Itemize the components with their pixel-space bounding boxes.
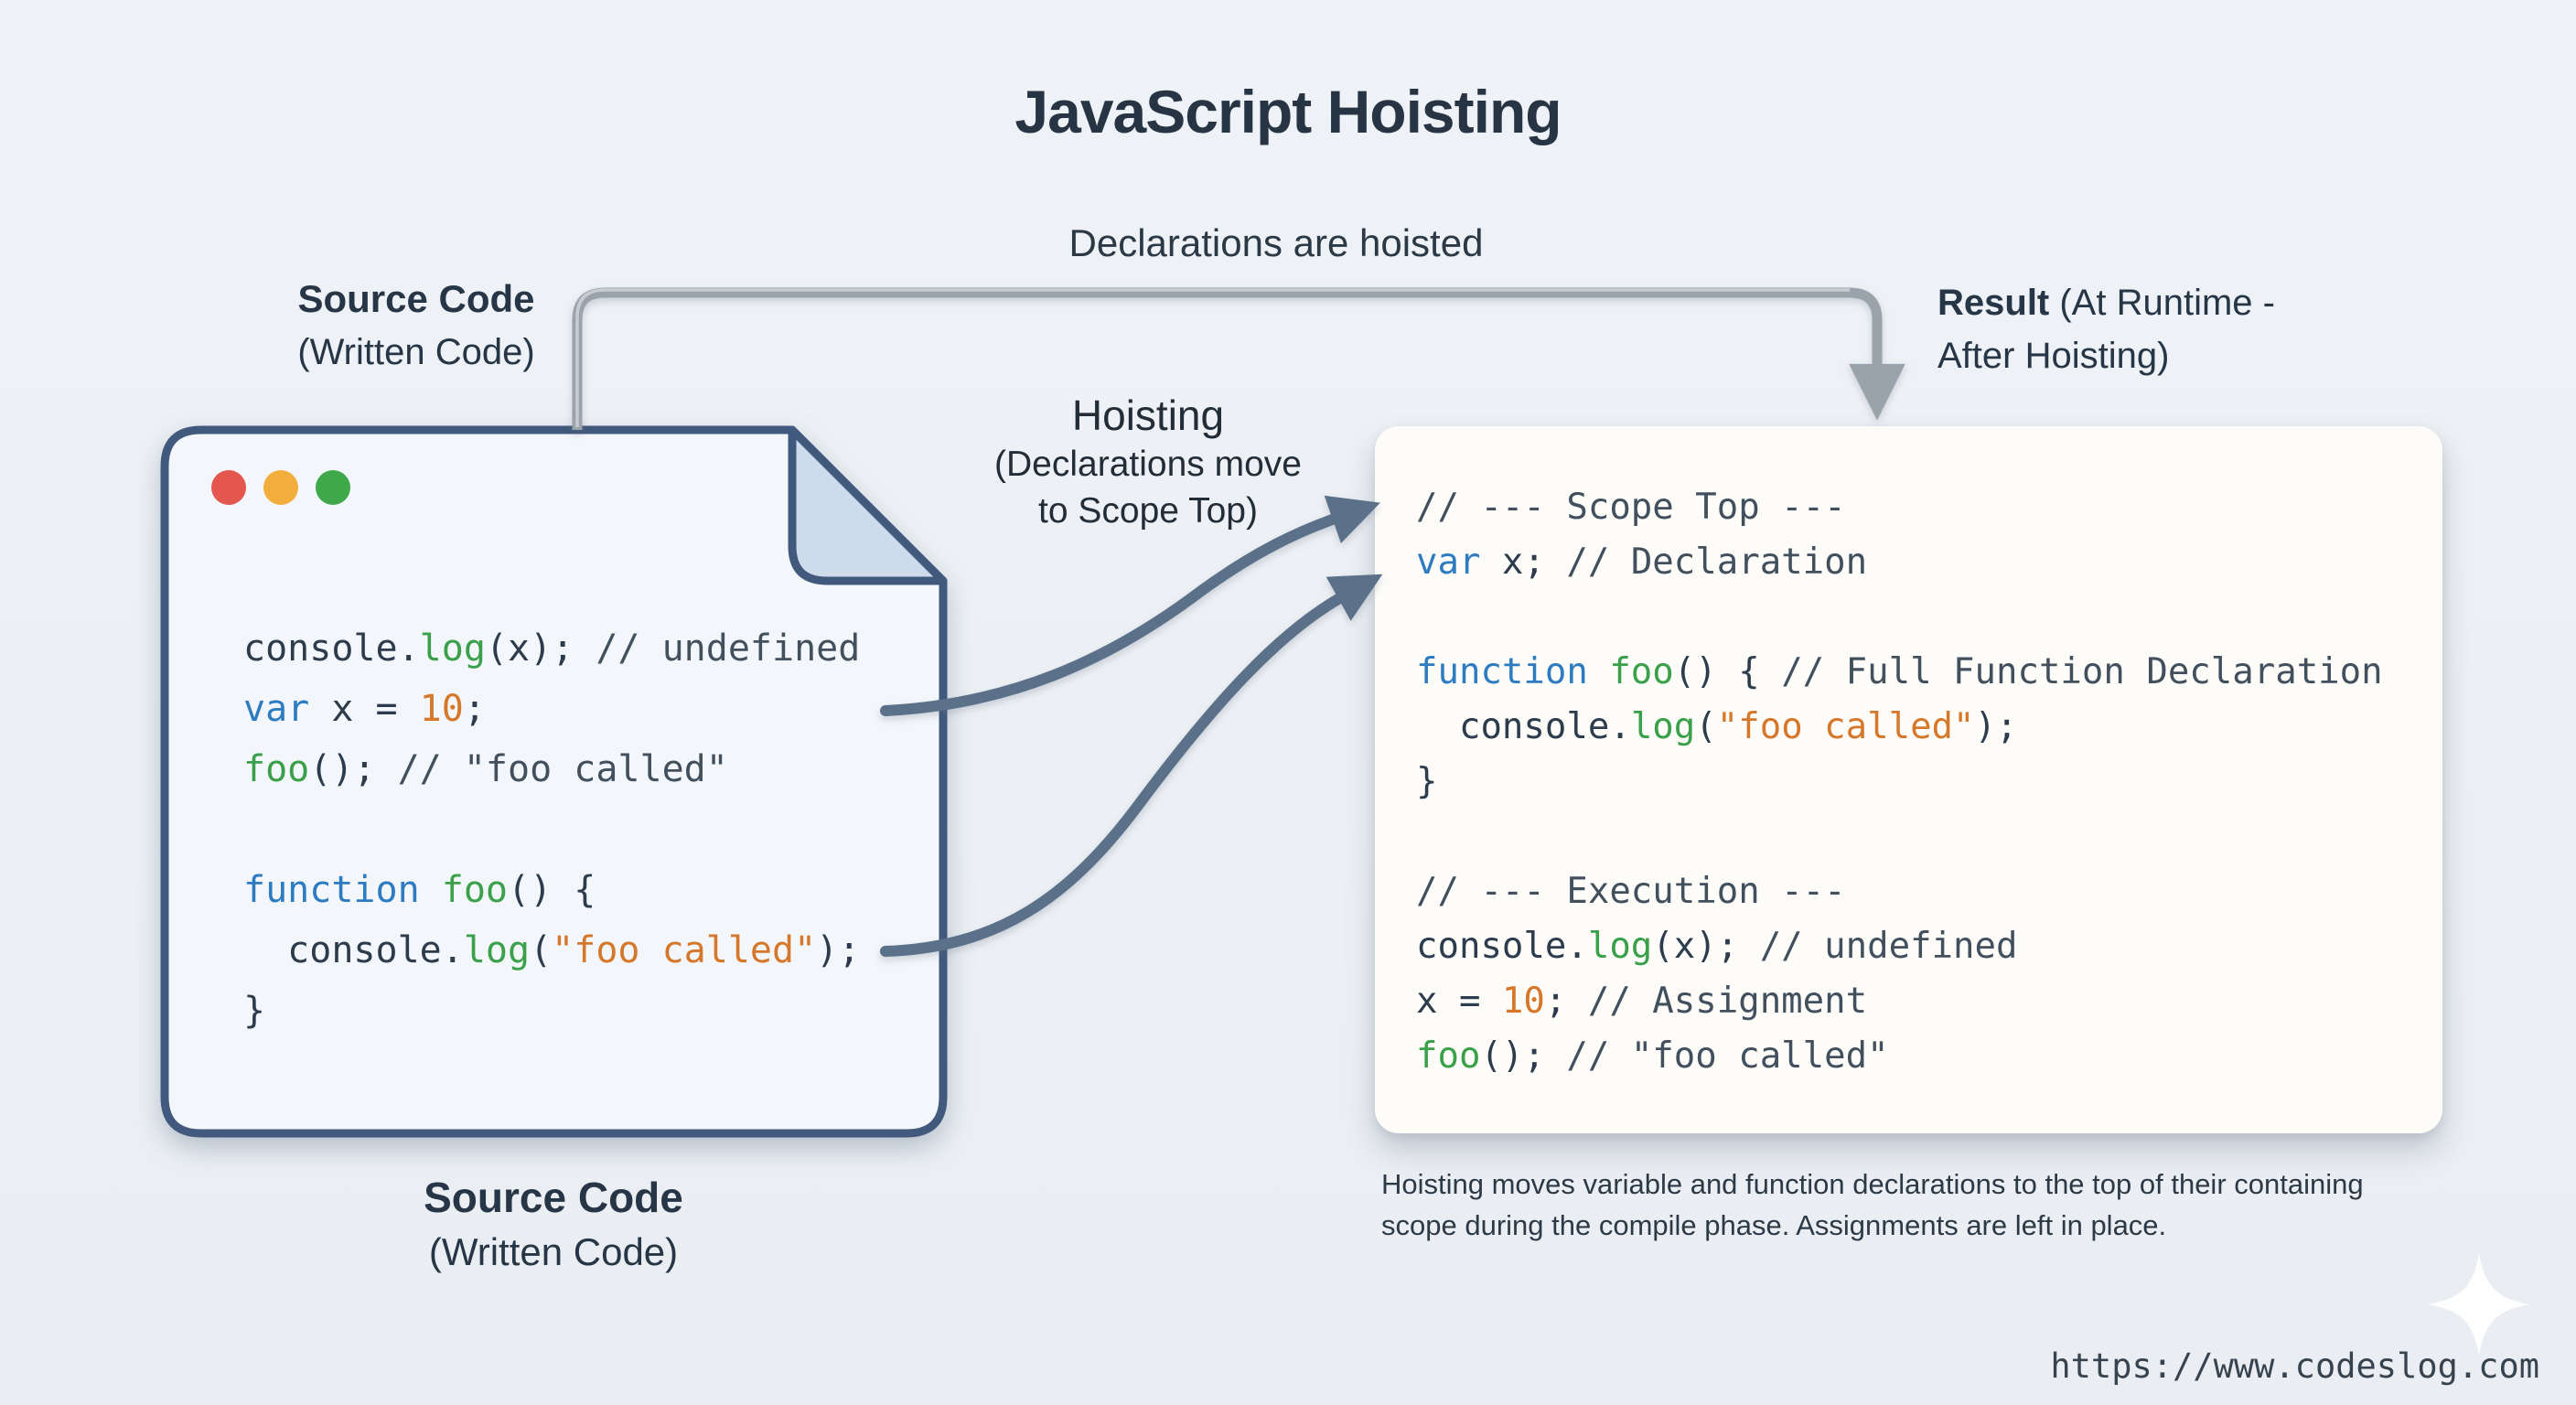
code-line: var x; // Declaration (1416, 542, 1868, 583)
result-code-block: // --- Scope Top --- var x; // Declaratio… (1416, 480, 2383, 1084)
code-line: function foo() { (243, 869, 596, 911)
source-code-label-top: Source Code (Written Code) (233, 273, 599, 379)
result-label-line2: After Hoisting) (1937, 336, 2170, 376)
code-line: console.log(x); // undefined (243, 627, 861, 670)
result-label-bold: Result (1937, 283, 2050, 323)
source-code-label-top-line2: (Written Code) (297, 332, 535, 372)
code-line: console.log(x); // undefined (1416, 926, 2018, 967)
code-line: } (1416, 761, 1438, 802)
window-control-yellow-icon (263, 470, 298, 505)
declarations-hoisted-note: Declarations are hoisted (1068, 221, 1484, 264)
hoisting-caption-line2: scope during the compile phase. Assignme… (1381, 1209, 2167, 1241)
source-window-page (160, 425, 948, 1138)
code-line: var x = 10; (243, 688, 486, 730)
result-label: Result (At Runtime - After Hoisting) (1937, 276, 2450, 382)
code-line (1416, 810, 2383, 864)
code-line: console.log("foo called"); (1416, 706, 2018, 747)
code-line (1416, 590, 2383, 645)
hoisting-caption: Hoisting moves variable and function dec… (1381, 1164, 2534, 1246)
source-code-label-bottom-line1: Source Code (424, 1174, 683, 1221)
code-line: // --- Execution --- (1416, 871, 1846, 912)
source-code-label-bottom: Source Code (Written Code) (370, 1169, 736, 1279)
hoisting-caption-line1: Hoisting moves variable and function dec… (1381, 1168, 2364, 1200)
website-url: https://www.codeslog.com (2050, 1346, 2539, 1386)
code-line: foo(); // "foo called" (1416, 1035, 1889, 1077)
hoisting-label: Hoisting (Declarations move to Scope Top… (942, 390, 1354, 534)
hoisting-label-line3: to Scope Top) (1038, 491, 1258, 531)
code-line: // --- Scope Top --- (1416, 487, 1846, 528)
source-code-label-top-line1: Source Code (297, 277, 535, 320)
code-line: x = 10; // Assignment (1416, 981, 1868, 1022)
code-line: function foo() { // Full Function Declar… (1416, 651, 2383, 692)
folded-corner (788, 425, 948, 585)
code-line: } (243, 990, 266, 1032)
page-title: JavaScript Hoisting (1014, 78, 1562, 145)
result-label-line1: Result (At Runtime - (1937, 276, 2450, 329)
hoisting-label-line2: (Declarations move (994, 445, 1302, 484)
result-panel (1375, 426, 2442, 1133)
sparkle-icon (2428, 1253, 2530, 1356)
window-control-green-icon (316, 470, 350, 505)
window-control-red-icon (211, 470, 246, 505)
source-code-block: console.log(x); // undefined var x = 10; f… (243, 618, 860, 1041)
hoisting-label-line1: Hoisting (1071, 391, 1225, 439)
result-label-rest: (At Runtime - (2049, 283, 2275, 323)
code-line: foo(); // "foo called" (243, 748, 728, 790)
code-line (243, 799, 860, 860)
source-code-window (160, 425, 948, 1138)
code-line: console.log("foo called"); (243, 929, 861, 971)
source-code-label-bottom-line2: (Written Code) (428, 1230, 679, 1273)
